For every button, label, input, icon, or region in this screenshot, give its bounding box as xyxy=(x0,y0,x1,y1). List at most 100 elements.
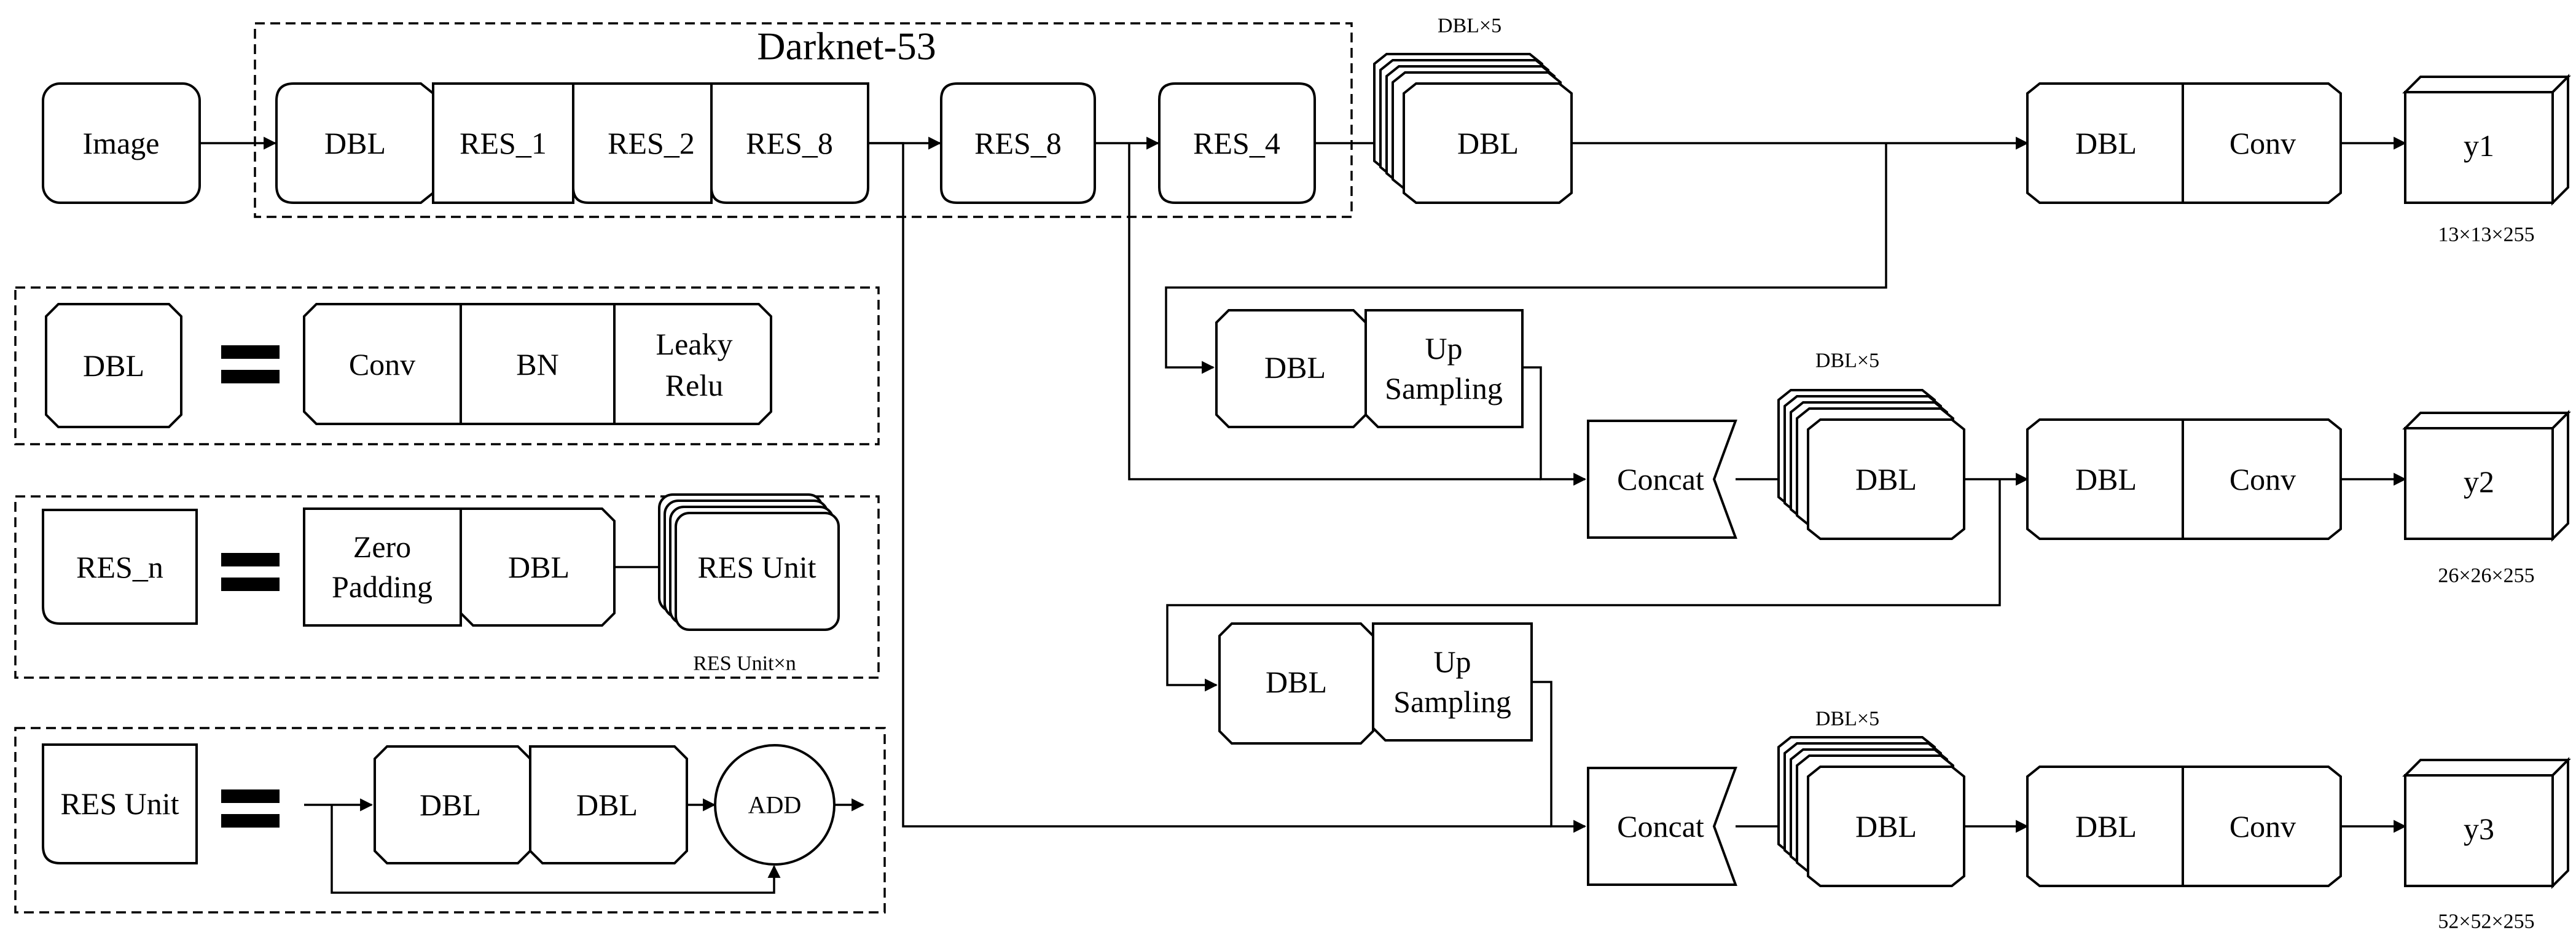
legend-resunit-frame xyxy=(14,727,886,914)
res8-block-a: RES_8 xyxy=(710,82,869,204)
upsampling-block-1: Up Sampling xyxy=(1364,309,1524,428)
svg-text:BN: BN xyxy=(516,347,558,382)
wire-upsample2-to-concat2 xyxy=(1532,681,1587,833)
y3-size: 52×52×255 xyxy=(2438,911,2534,933)
res-unit-xn-label: RES Unit×n xyxy=(693,652,796,675)
svg-text:DBL: DBL xyxy=(508,550,570,584)
wire-branch-to-upsample-1 xyxy=(1165,143,1887,374)
legend-conv-block: Conv xyxy=(303,303,462,425)
wire-res8b-skip-to-concat1 xyxy=(1128,143,1541,480)
dbl-x5-label-3: DBL×5 xyxy=(1815,708,1879,730)
y1-output-cube: y1 13×13×255 xyxy=(2402,74,2571,246)
legend-dbl-equals-sign xyxy=(221,345,280,383)
y2-conv-block: Conv xyxy=(2182,418,2342,540)
svg-text:Image: Image xyxy=(83,126,160,160)
svg-text:RES_8: RES_8 xyxy=(746,126,833,160)
svg-text:ADD: ADD xyxy=(748,791,802,819)
concat-block-1: Concat xyxy=(1587,420,1737,539)
y1-size: 13×13×255 xyxy=(2438,224,2534,246)
res2-block: RES_2 xyxy=(572,82,713,204)
svg-text:Sampling: Sampling xyxy=(1385,371,1503,405)
svg-text:Up: Up xyxy=(1425,331,1462,366)
legend-res-unit-block: RES Unit xyxy=(42,743,198,864)
upsampling-block-2: Up Sampling xyxy=(1372,622,1533,742)
y1-dbl-block: DBL xyxy=(2026,82,2184,204)
res8-block-b: RES_8 xyxy=(940,82,1096,204)
wire-res8a-skip-to-concat2 xyxy=(868,142,1551,828)
upsample-1-dbl-block: DBL xyxy=(1215,309,1367,428)
y3-dbl-block: DBL xyxy=(2026,766,2184,887)
legend-resn-equals-sign xyxy=(221,553,280,591)
svg-text:Zero: Zero xyxy=(353,530,411,564)
legend-bn-block: BN xyxy=(460,303,616,425)
legend-resunit-equals-sign xyxy=(221,789,280,828)
svg-text:DBL: DBL xyxy=(1266,665,1327,699)
concat-block-2: Concat xyxy=(1587,767,1737,886)
legend-resn-block: RES_n xyxy=(42,509,198,625)
svg-text:DBL: DBL xyxy=(324,126,386,160)
dbl-x5-stack-2: DBL×5 DBL xyxy=(1777,350,1965,540)
res1-block: RES_1 xyxy=(432,82,574,204)
upsample-2-dbl-block: DBL xyxy=(1218,622,1374,745)
svg-text:Conv: Conv xyxy=(2230,462,2296,496)
legend-dbl-frame xyxy=(14,286,880,445)
dbl-x5-stack-1: DBL×5 DBL xyxy=(1373,15,1573,204)
svg-text:DBL: DBL xyxy=(2075,126,2137,160)
svg-text:DBL: DBL xyxy=(1264,350,1326,385)
y1-conv-block: Conv xyxy=(2182,82,2342,204)
wire-branch-to-upsample-2 xyxy=(1166,479,2001,692)
y2-output-cube: y2 26×26×255 xyxy=(2402,410,2571,587)
legend-res-unit-stack: RES Unit xyxy=(658,493,840,631)
dbl-x5-label-2: DBL×5 xyxy=(1815,350,1879,372)
wire-legend-skip-to-add xyxy=(331,805,781,894)
legend-resn-frame xyxy=(14,495,880,679)
y3-label: y3 xyxy=(2464,812,2494,846)
svg-text:DBL: DBL xyxy=(576,788,638,822)
image-block: Image xyxy=(42,82,201,204)
svg-text:Conv: Conv xyxy=(2230,809,2296,844)
y2-size: 26×26×255 xyxy=(2438,565,2534,587)
y1-label: y1 xyxy=(2464,128,2494,163)
legend-resunit-dbl-1: DBL xyxy=(374,745,531,864)
y3-conv-block: Conv xyxy=(2182,766,2342,887)
y3-output-cube: y3 52×52×255 xyxy=(2402,757,2571,933)
svg-text:DBL: DBL xyxy=(2075,462,2137,496)
svg-text:DBL: DBL xyxy=(1855,809,1917,844)
legend-leaky-relu-block: Leaky Relu xyxy=(613,303,772,425)
svg-text:DBL: DBL xyxy=(420,788,481,822)
darknet-dbl-block: DBL xyxy=(275,82,434,204)
svg-text:DBL: DBL xyxy=(1457,126,1519,160)
svg-text:Up: Up xyxy=(1433,644,1471,679)
legend-resunit-dbl-2: DBL xyxy=(529,745,688,864)
svg-text:Concat: Concat xyxy=(1617,462,1704,496)
svg-text:DBL: DBL xyxy=(83,348,144,383)
legend-add-node: ADD xyxy=(714,744,836,866)
connection-lines xyxy=(200,136,2407,894)
svg-text:Conv: Conv xyxy=(2230,126,2296,160)
svg-text:Relu: Relu xyxy=(665,368,723,402)
svg-text:RES Unit: RES Unit xyxy=(697,550,816,584)
y2-label: y2 xyxy=(2464,464,2494,499)
svg-text:Conv: Conv xyxy=(349,347,415,382)
svg-text:DBL: DBL xyxy=(1855,462,1917,496)
dbl-x5-label-1: DBL×5 xyxy=(1438,15,1501,37)
svg-text:Sampling: Sampling xyxy=(1393,684,1511,719)
dbl-x5-stack-3: DBL×5 DBL xyxy=(1777,708,1965,887)
legend-resn-dbl-block: DBL xyxy=(460,507,616,627)
legend-zero-padding-block: Zero Padding xyxy=(303,507,462,627)
res4-block: RES_4 xyxy=(1158,82,1316,204)
legend-dbl-block: DBL xyxy=(45,303,182,428)
svg-text:RES_1: RES_1 xyxy=(460,126,547,160)
y2-dbl-block: DBL xyxy=(2026,418,2184,540)
svg-text:RES_n: RES_n xyxy=(76,550,163,584)
darknet-53-title: Darknet-53 xyxy=(757,25,936,68)
wire-upsample1-to-concat1 xyxy=(1522,366,1587,486)
svg-text:RES Unit: RES Unit xyxy=(60,786,179,821)
svg-text:RES_8: RES_8 xyxy=(974,126,1062,160)
svg-text:Concat: Concat xyxy=(1617,809,1704,844)
svg-text:Padding: Padding xyxy=(332,570,433,604)
svg-text:DBL: DBL xyxy=(2075,809,2137,844)
svg-text:RES_2: RES_2 xyxy=(608,126,695,160)
svg-text:Leaky: Leaky xyxy=(656,327,733,361)
